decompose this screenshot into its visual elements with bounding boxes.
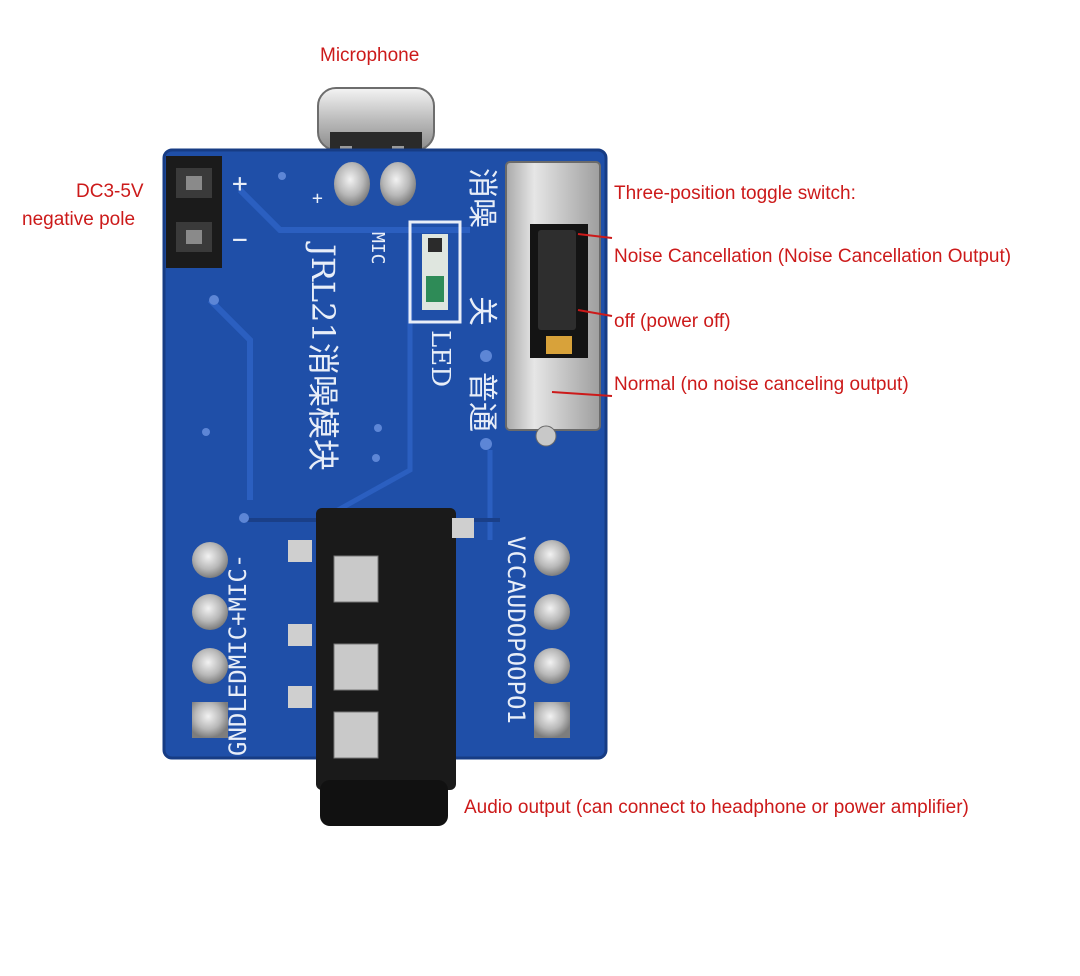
dc-voltage-label: DC3-5V [76,181,144,202]
switch-label-noise-cancel: 消噪 [464,168,499,228]
led-silk-label: LED [425,330,455,387]
toggle-switch[interactable] [505,161,601,447]
module-name-silk: JRL21消噪模块 [304,241,342,471]
led-component [408,220,462,324]
minus-silk: − [232,225,248,255]
mic-plus-silk: + [312,188,323,209]
switch-normal-label: Normal (no noise canceling output) [614,374,909,395]
switch-title-label: Three-position toggle switch: [614,183,856,204]
plus-silk: + [232,169,248,199]
audio-output-label: Audio output (can connect to headphone o… [464,797,969,818]
mic-silk-label: MIC [367,232,388,265]
left-pin-pads [192,542,228,738]
right-pin-pads [534,540,570,738]
switch-noise-cancel-label: Noise Cancellation (Noise Cancellation O… [614,246,1012,267]
switch-label-off: 关 [464,296,499,326]
switch-slider[interactable] [538,230,576,330]
microphone-label: Microphone [320,45,420,66]
audio-jack [288,508,474,826]
switch-label-normal: 普通 [464,372,499,432]
negative-pole-label: negative pole [22,209,136,230]
right-pins-silk: VCCAUDOPOOPO1 [502,536,530,724]
mic-solder-joints [334,162,416,206]
pcb-board [162,148,608,760]
leader-lines [551,233,613,397]
left-pins-silk: GNDLEDMIC+MIC- [224,554,252,756]
power-header [166,156,222,268]
switch-off-label: off (power off) [614,311,731,332]
